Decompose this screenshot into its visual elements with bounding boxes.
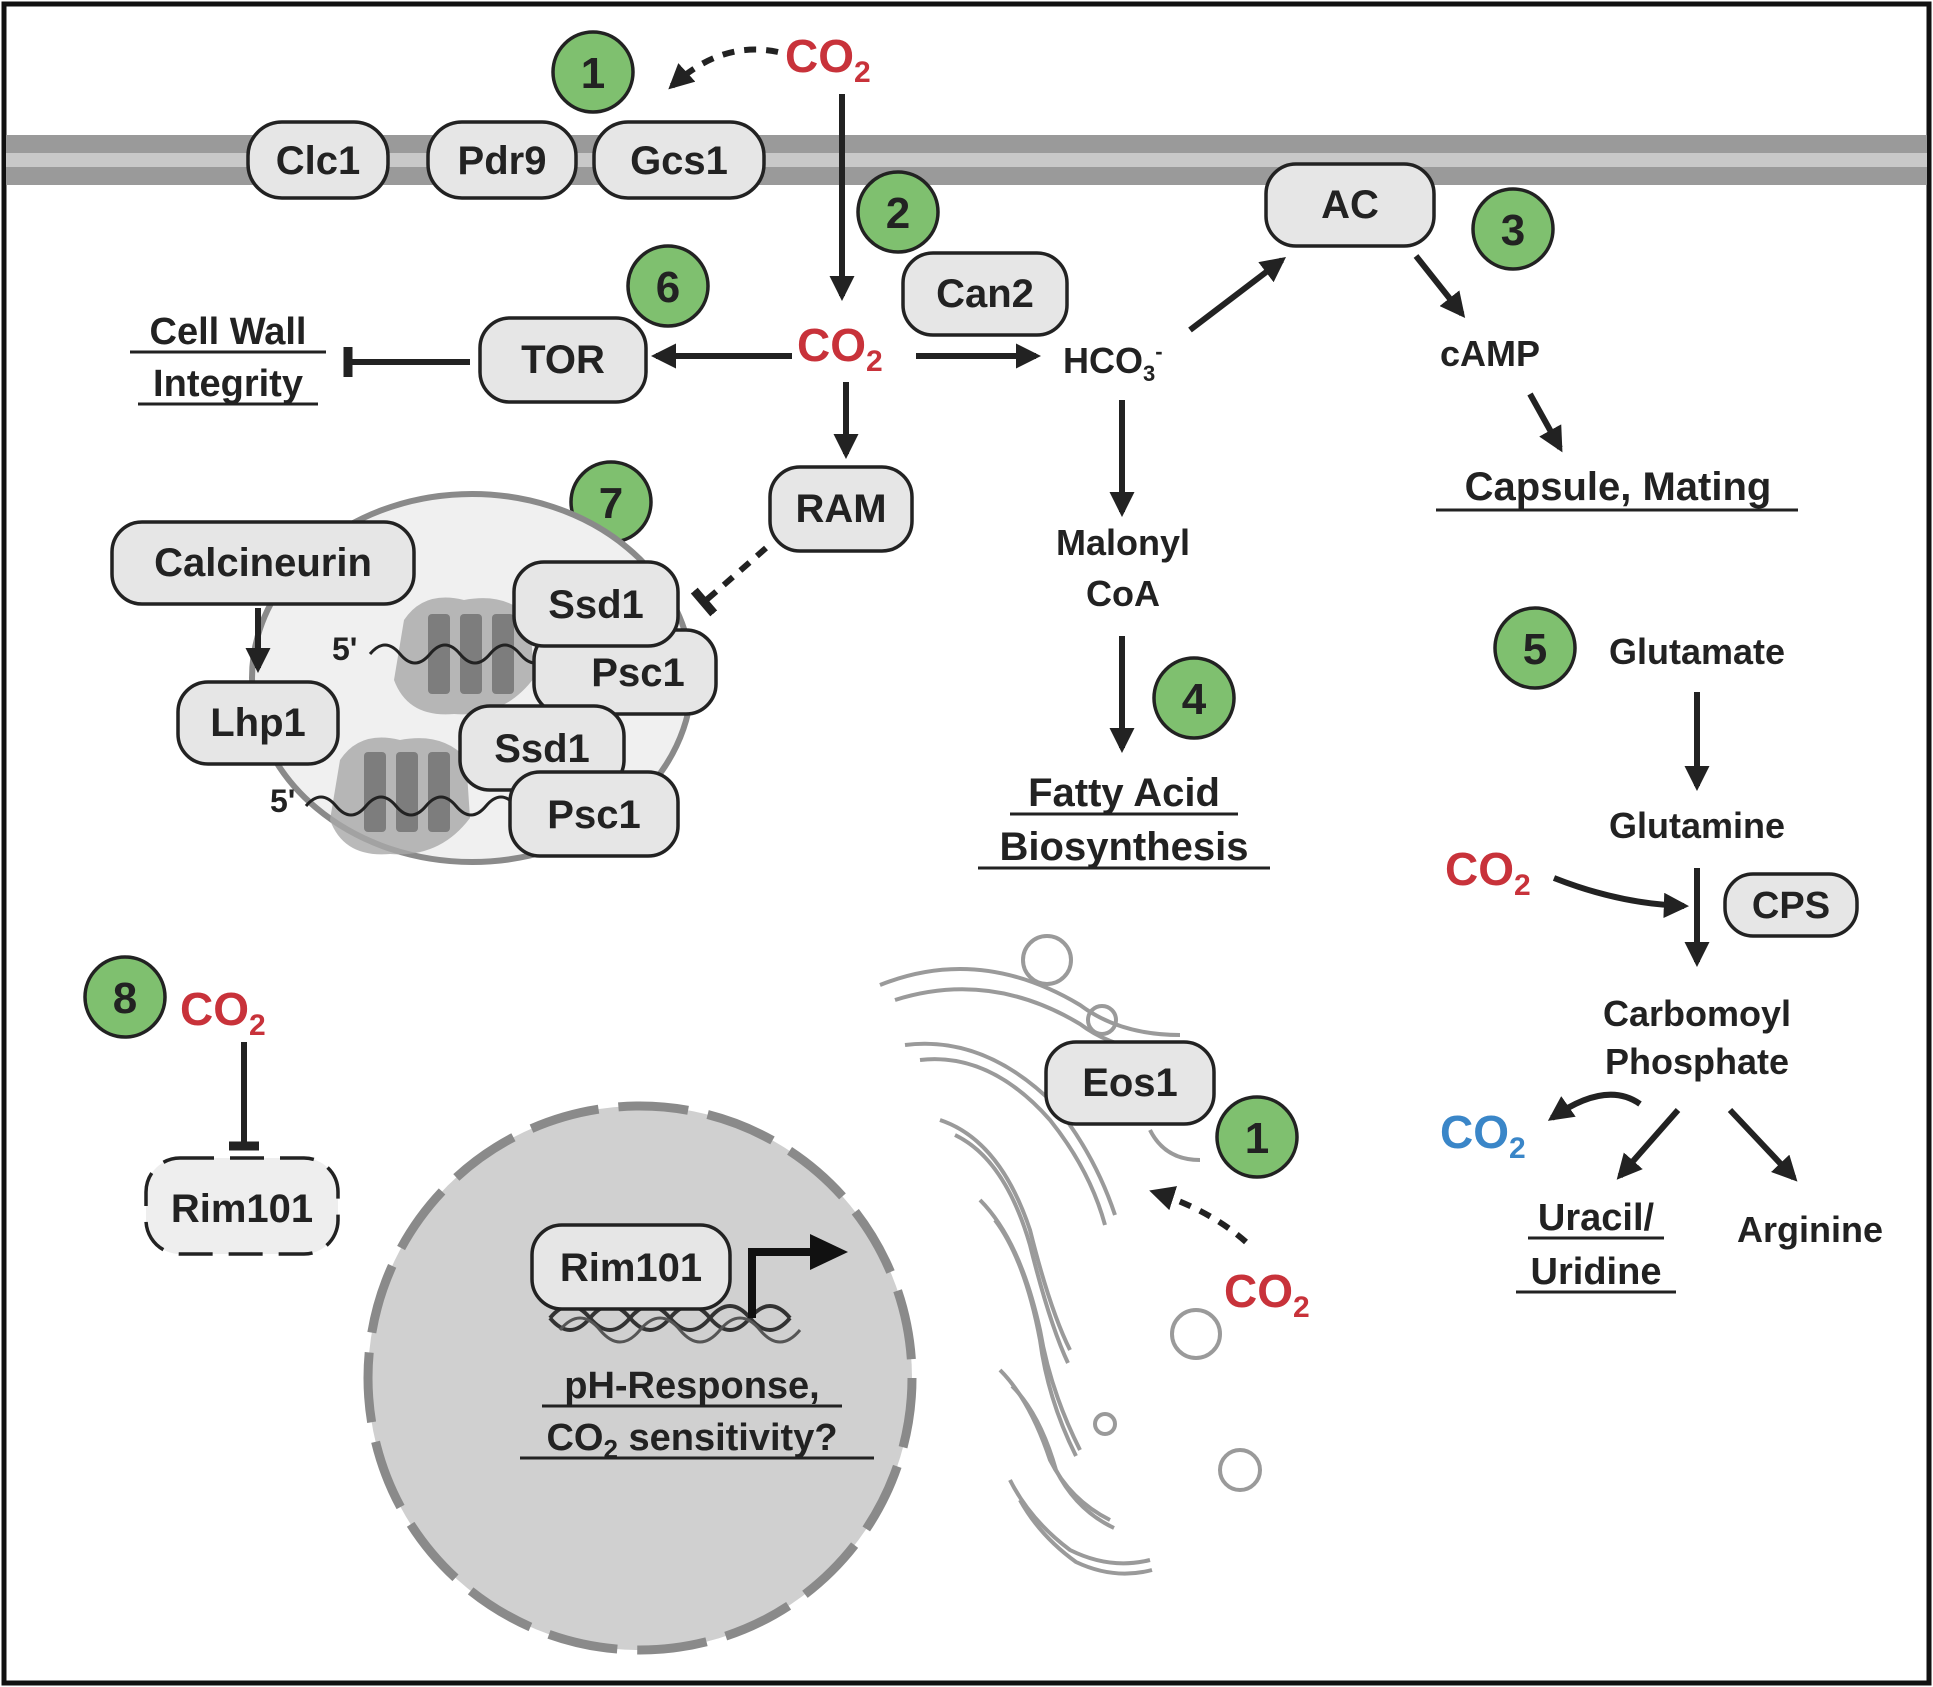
svg-text:Cell Wall: Cell Wall	[150, 311, 307, 353]
node-psc1-a: Psc1	[532, 628, 718, 716]
svg-text:pH-Response,: pH-Response,	[564, 1365, 819, 1407]
svg-text:Lhp1: Lhp1	[210, 701, 306, 745]
glutamine-label: Glutamine	[1609, 805, 1785, 846]
svg-text:4: 4	[1182, 675, 1207, 724]
co2-label-top: CO2	[785, 30, 871, 89]
co2-label-center: CO2	[797, 319, 883, 378]
node-tor: TOR	[478, 316, 648, 404]
svg-text:5: 5	[1523, 625, 1547, 674]
nucleus	[363, 1101, 917, 1655]
step-badge-1-membrane: 1	[551, 30, 635, 114]
co2-label-cps: CO2	[1445, 843, 1531, 902]
transcription-arrow-icon	[748, 1234, 848, 1318]
svg-text:Uridine: Uridine	[1531, 1251, 1662, 1293]
svg-text:Ssd1: Ssd1	[494, 727, 590, 771]
step-badge-6: 6	[626, 244, 710, 328]
node-ssd1-a: Ssd1	[512, 560, 680, 648]
svg-text:Pdr9: Pdr9	[458, 139, 547, 183]
svg-text:3: 3	[1501, 206, 1525, 255]
node-rim101-nuclear: Rim101	[530, 1223, 732, 1311]
five-prime-label-a: 5'	[332, 631, 357, 667]
svg-text:CPS: CPS	[1752, 885, 1830, 927]
svg-text:Can2: Can2	[936, 272, 1034, 316]
carbomoyl-label: Carbomoyl	[1603, 993, 1791, 1034]
hco3-label: HCO3-	[1063, 339, 1163, 386]
svg-text:Ssd1: Ssd1	[548, 583, 644, 627]
node-ram: RAM	[768, 465, 914, 553]
node-calcineurin: Calcineurin	[110, 520, 416, 606]
membrane-protein-pdr9: Pdr9	[426, 120, 578, 200]
step-badge-5: 5	[1493, 606, 1577, 690]
node-cps: CPS	[1723, 872, 1859, 938]
svg-text:Integrity: Integrity	[153, 363, 303, 405]
svg-text:8: 8	[113, 974, 137, 1023]
coa-label: CoA	[1086, 573, 1160, 614]
pathway-arrows	[229, 46, 1798, 1245]
node-psc1-b: Psc1	[508, 770, 680, 858]
membrane-protein-clc1: Clc1	[246, 120, 390, 200]
svg-text:Fatty Acid: Fatty Acid	[1028, 771, 1220, 815]
outcome-ph-response: pH-Response, CO2 sensitivity?	[520, 1365, 874, 1464]
membrane-protein-gcs1: Gcs1	[592, 120, 766, 200]
outcome-capsule-mating: Capsule, Mating	[1436, 465, 1798, 512]
svg-text:Psc1: Psc1	[547, 793, 640, 837]
camp-label: cAMP	[1440, 333, 1540, 374]
node-can2: Can2	[901, 251, 1069, 337]
five-prime-label-b: 5'	[270, 783, 295, 819]
svg-text:1: 1	[581, 49, 605, 98]
svg-text:RAM: RAM	[795, 487, 886, 531]
outcome-fatty-acid-biosynthesis: Fatty Acid Biosynthesis	[978, 771, 1270, 870]
svg-text:Capsule, Mating: Capsule, Mating	[1465, 465, 1772, 509]
phosphate-label: Phosphate	[1605, 1041, 1789, 1082]
co2-label-released: CO2	[1440, 1106, 1526, 1165]
step-badge-2: 2	[856, 170, 940, 254]
svg-text:7: 7	[599, 479, 623, 528]
svg-text:6: 6	[656, 263, 680, 312]
svg-text:Eos1: Eos1	[1082, 1061, 1178, 1105]
svg-text:Biosynthesis: Biosynthesis	[1000, 825, 1249, 869]
svg-text:Uracil/: Uracil/	[1538, 1197, 1655, 1239]
step-badge-1-er: 1	[1215, 1095, 1299, 1179]
svg-text:Calcineurin: Calcineurin	[154, 541, 372, 585]
outcome-uracil-uridine: Uracil/ Uridine	[1516, 1197, 1676, 1294]
svg-text:Clc1: Clc1	[276, 139, 361, 183]
svg-text:TOR: TOR	[521, 338, 605, 382]
co2-label-er: CO2	[1224, 1265, 1310, 1324]
svg-text:Gcs1: Gcs1	[630, 139, 728, 183]
svg-text:Rim101: Rim101	[171, 1187, 313, 1231]
svg-text:2: 2	[886, 189, 910, 238]
malonyl-label: Malonyl	[1056, 522, 1190, 563]
svg-text:1: 1	[1245, 1114, 1269, 1163]
node-eos1: Eos1	[1044, 1040, 1216, 1126]
step-badge-3: 3	[1471, 187, 1555, 271]
svg-text:AC: AC	[1321, 183, 1379, 227]
step-badge-8: 8	[83, 955, 167, 1039]
glutamate-label: Glutamate	[1609, 631, 1785, 672]
svg-text:Rim101: Rim101	[560, 1246, 702, 1290]
arginine-label: Arginine	[1737, 1209, 1883, 1250]
node-lhp1: Lhp1	[176, 680, 340, 766]
step-badge-4: 4	[1152, 656, 1236, 740]
co2-label-rim101: CO2	[180, 983, 266, 1042]
svg-text:Psc1: Psc1	[591, 651, 684, 695]
node-ac: AC	[1264, 162, 1436, 248]
outcome-cell-wall-integrity: Cell Wall Integrity	[130, 311, 326, 406]
node-rim101-cytoplasmic: Rim101	[144, 1156, 340, 1256]
node-ssd1-b: Ssd1	[458, 704, 626, 792]
